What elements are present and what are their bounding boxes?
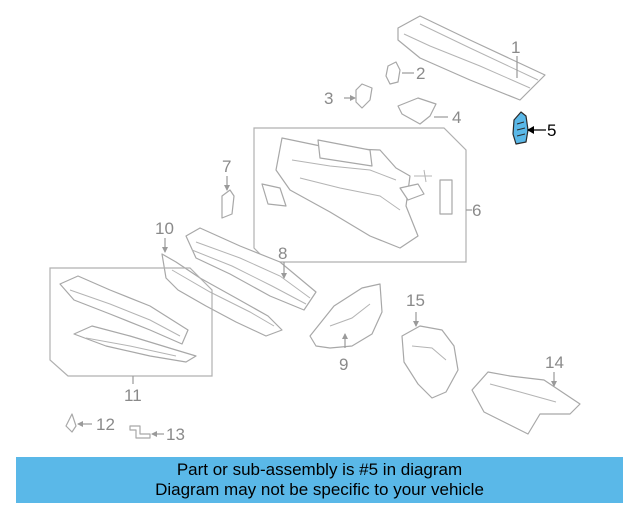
callout-15: 15 [406,291,425,310]
callout-11: 11 [124,386,142,405]
callout-7: 7 [222,157,231,176]
callout-13: 13 [166,425,185,444]
callout-10: 10 [155,219,174,238]
part-6-group-box [253,127,467,263]
callout-14: 14 [545,353,564,372]
callout-6: 6 [472,201,481,220]
callout-2: 2 [416,64,425,83]
arrow-12 [77,421,83,427]
part-3-clip [355,83,373,109]
arrow-9 [342,333,348,339]
part-7-bracket [221,189,235,219]
arrow-10 [162,247,168,253]
banner-line-part: Part or sub-assembly is #5 in diagram [176,460,463,479]
callout-8: 8 [278,244,287,263]
part-4-reinforcement [397,97,437,125]
notice-banner: Part or sub-assembly is #5 in diagram Di… [16,457,623,503]
part-10-panel [161,253,283,337]
callout-4: 4 [452,108,461,127]
part-8-cross-member [185,227,317,311]
arrow-5 [527,126,534,134]
arrow-3 [350,95,356,101]
arrow-14 [551,381,557,387]
part-2-bracket [385,61,401,85]
parts-diagram: 1 2 3 4 5 6 7 [49,15,581,444]
banner-line-disclaimer: Diagram may not be specific to your vehi… [155,480,484,499]
arrow-13 [151,431,157,437]
callout-3: 3 [324,89,333,108]
part-9-side-panel [309,283,383,349]
part-15-panel [401,325,459,399]
part-12-clip [65,413,77,433]
part-14-panel [471,371,581,435]
part-1-cowl-panel [397,15,546,101]
callout-1: 1 [511,38,520,57]
part-11-group-box [49,267,213,377]
arrow-15 [413,321,419,327]
arrow-7 [224,185,230,191]
part-5-highlighted [512,111,529,145]
part-11-floor-panel [59,275,197,363]
part-13-clip [129,425,151,439]
callout-12: 12 [96,415,115,434]
part-6-dash-panel [261,137,453,249]
callout-9: 9 [339,355,348,374]
arrow-8 [281,273,287,279]
callout-5: 5 [547,121,556,140]
